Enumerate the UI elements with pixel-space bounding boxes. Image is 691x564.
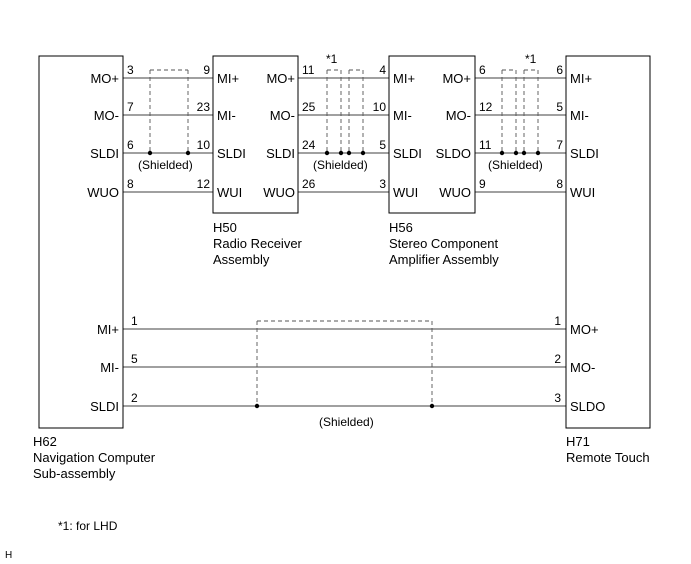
h56-name-line1: Stereo Component bbox=[389, 236, 499, 251]
pin-number: 26 bbox=[302, 177, 316, 191]
shield-3-node-2 bbox=[513, 150, 519, 156]
h62-name-line2: Sub-assembly bbox=[33, 466, 116, 481]
h50-terminal-wuo: WUO bbox=[263, 185, 295, 200]
h62-terminal-mo-minus: MO- bbox=[94, 108, 119, 123]
shield-bottom-label: (Shielded) bbox=[319, 415, 374, 429]
shield-bottom-node-right bbox=[429, 403, 435, 409]
pin-number: 5 bbox=[379, 138, 386, 152]
pin-number: 1 bbox=[554, 314, 561, 328]
pin-number: 7 bbox=[127, 100, 134, 114]
h62-terminal-wuo: WUO bbox=[87, 185, 119, 200]
pin-number: 9 bbox=[479, 177, 486, 191]
h50-terminal-mi-plus: MI+ bbox=[217, 71, 239, 86]
pin-number: 10 bbox=[373, 100, 387, 114]
shield-3-node-4 bbox=[535, 150, 541, 156]
pin-number: 11 bbox=[302, 63, 315, 77]
h56-terminal-mi-plus: MI+ bbox=[393, 71, 415, 86]
h62-terminal-mi-minus: MI- bbox=[100, 360, 119, 375]
h56-terminal-sldo: SLDO bbox=[436, 146, 471, 161]
h50-name-line1: Radio Receiver bbox=[213, 236, 303, 251]
h56-code: H56 bbox=[389, 220, 413, 235]
h62-terminal-sldi: SLDI bbox=[90, 146, 119, 161]
pin-number: 1 bbox=[131, 314, 138, 328]
h56-terminal-mo-plus: MO+ bbox=[442, 71, 471, 86]
pin-number: 6 bbox=[127, 138, 134, 152]
h71-terminal-mi-plus: MI+ bbox=[570, 71, 592, 86]
shield-3-node-3 bbox=[521, 150, 527, 156]
h62-terminal-sldi-bottom: SLDI bbox=[90, 399, 119, 414]
h71-terminal-mo-minus: MO- bbox=[570, 360, 595, 375]
shield-1-node-left bbox=[147, 150, 153, 156]
pin-number: 5 bbox=[556, 100, 563, 114]
h56-terminal-sldi: SLDI bbox=[393, 146, 422, 161]
pin-number: 2 bbox=[554, 352, 561, 366]
h56-terminal-wuo: WUO bbox=[439, 185, 471, 200]
h50-terminal-wui: WUI bbox=[217, 185, 242, 200]
shield-2-node-3 bbox=[346, 150, 352, 156]
h56-terminal-mo-minus: MO- bbox=[446, 108, 471, 123]
shield-2-label: (Shielded) bbox=[313, 158, 368, 172]
pin-number: 4 bbox=[379, 63, 386, 77]
pin-number: 12 bbox=[479, 100, 493, 114]
shield-1-node-right bbox=[185, 150, 191, 156]
pin-number: 23 bbox=[197, 100, 211, 114]
h50-code: H50 bbox=[213, 220, 237, 235]
h71-terminal-mi-minus: MI- bbox=[570, 108, 589, 123]
h71-terminal-sldi: SLDI bbox=[570, 146, 599, 161]
h71-terminal-sldo: SLDO bbox=[570, 399, 605, 414]
lhd-marker-2: *1 bbox=[525, 52, 537, 66]
pin-number: 9 bbox=[203, 63, 210, 77]
h71-name-line1: Remote Touch bbox=[566, 450, 650, 465]
pin-number: 8 bbox=[556, 177, 563, 191]
shield-2-node-4 bbox=[360, 150, 366, 156]
shield-1-label: (Shielded) bbox=[138, 158, 193, 172]
pin-number: 10 bbox=[197, 138, 211, 152]
h62-code: H62 bbox=[33, 434, 57, 449]
shield-3-node-1 bbox=[499, 150, 505, 156]
h56-name-line2: Amplifier Assembly bbox=[389, 252, 499, 267]
h56-terminal-mi-minus: MI- bbox=[393, 108, 412, 123]
corner-mark: H bbox=[5, 550, 12, 561]
h50-box bbox=[212, 55, 299, 214]
pin-number: 6 bbox=[556, 63, 563, 77]
h50-terminal-mo-plus: MO+ bbox=[266, 71, 295, 86]
h62-terminal-mi-plus: MI+ bbox=[97, 322, 119, 337]
pin-number: 3 bbox=[379, 177, 386, 191]
h50-terminal-sldi-right: SLDI bbox=[266, 146, 295, 161]
h50-name-line2: Assembly bbox=[213, 252, 270, 267]
h50-terminal-sldi-left: SLDI bbox=[217, 146, 246, 161]
pin-number: 3 bbox=[127, 63, 134, 77]
shield-2-node-2 bbox=[338, 150, 344, 156]
shield-3-label: (Shielded) bbox=[488, 158, 543, 172]
pin-number: 6 bbox=[479, 63, 486, 77]
h56-box bbox=[388, 55, 476, 214]
lhd-marker-1: *1 bbox=[326, 52, 338, 66]
pin-number: 3 bbox=[554, 391, 561, 405]
footnote: *1: for LHD bbox=[58, 519, 118, 533]
pin-number: 24 bbox=[302, 138, 316, 152]
h62-terminal-mo-plus: MO+ bbox=[90, 71, 119, 86]
pin-number: 5 bbox=[131, 352, 138, 366]
shield-2-node-1 bbox=[324, 150, 330, 156]
shield-bottom-node-left bbox=[254, 403, 260, 409]
h71-terminal-wui: WUI bbox=[570, 185, 595, 200]
h71-box bbox=[565, 55, 651, 429]
pin-number: 8 bbox=[127, 177, 134, 191]
pin-number: 2 bbox=[131, 391, 138, 405]
h62-name-line1: Navigation Computer bbox=[33, 450, 156, 465]
h62-box bbox=[38, 55, 124, 429]
pin-number: 25 bbox=[302, 100, 316, 114]
pin-number: 11 bbox=[479, 138, 492, 152]
h50-terminal-mi-minus: MI- bbox=[217, 108, 236, 123]
h71-code: H71 bbox=[566, 434, 590, 449]
h71-terminal-mo-plus: MO+ bbox=[570, 322, 599, 337]
pin-number: 7 bbox=[556, 138, 563, 152]
pin-number: 12 bbox=[197, 177, 211, 191]
h50-terminal-mo-minus: MO- bbox=[270, 108, 295, 123]
h56-terminal-wui: WUI bbox=[393, 185, 418, 200]
